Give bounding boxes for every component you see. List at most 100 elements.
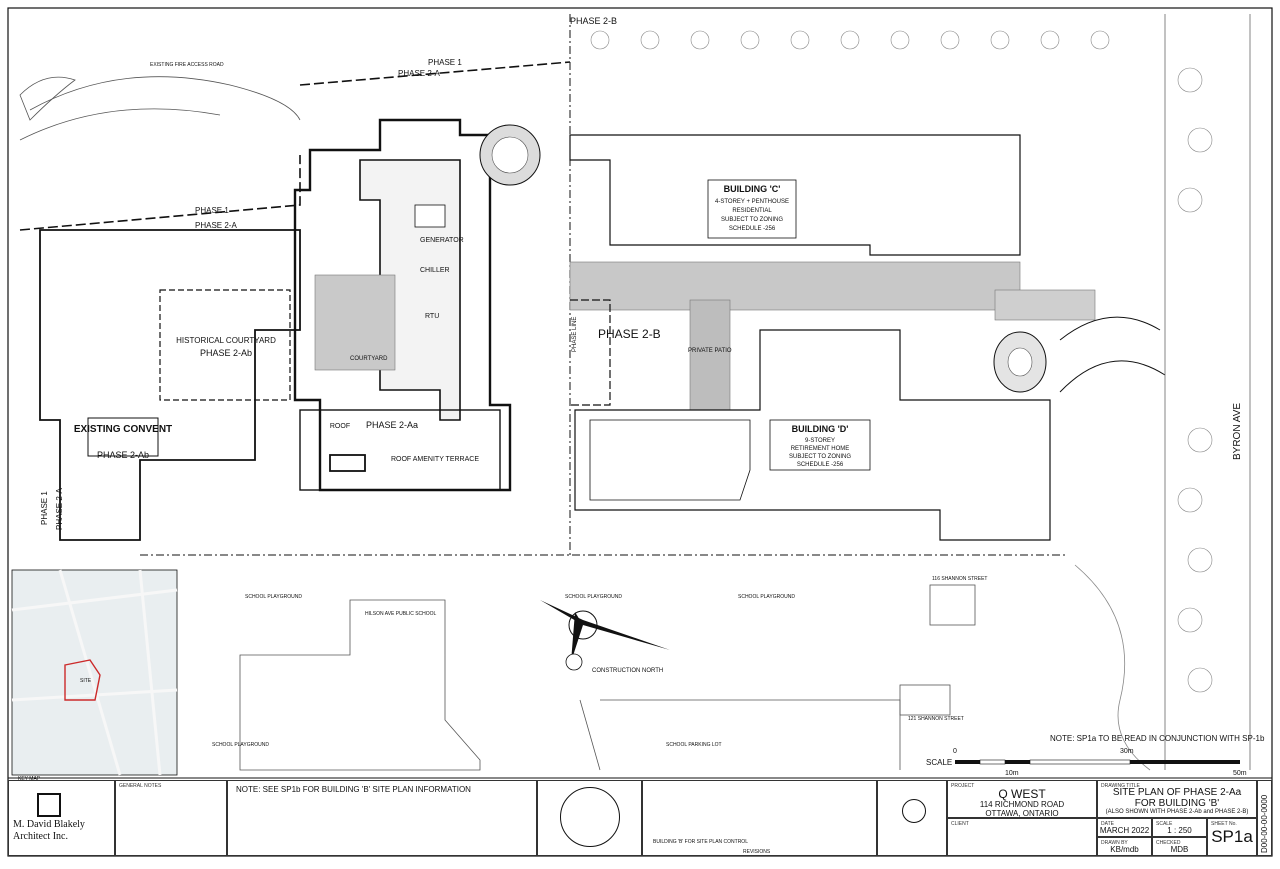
key-map-site-label: SITE — [80, 678, 92, 684]
existing-convent-label-box — [87, 417, 159, 457]
private-patio-paving — [689, 299, 731, 411]
firm-name-1: M. David Blakely — [13, 819, 85, 830]
school-playground-4: SCHOOL PLAYGROUND — [212, 742, 269, 748]
section-key-cell — [877, 780, 947, 856]
building-d-desc2: RETIREMENT HOME — [791, 446, 850, 452]
oaa-seal — [560, 787, 620, 847]
drawing-number-cell: D00-00-00-0000 — [1257, 780, 1272, 856]
date-cell: DATE MARCH 2022 — [1097, 818, 1152, 837]
building-d-desc1: 9-STOREY — [805, 438, 835, 444]
shannon-121-building — [899, 684, 951, 716]
checked-cell: CHECKED MDB — [1152, 837, 1207, 856]
exit-stair-box — [414, 204, 446, 228]
driveway-paving — [994, 289, 1096, 321]
phase-1-boundary-north — [299, 61, 571, 86]
firm-name-2: Architect Inc. — [13, 831, 68, 842]
building-d-desc3: SUBJECT TO ZONING — [789, 454, 851, 460]
scale-value: 1 : 250 — [1167, 826, 1192, 835]
date-label: DATE — [1101, 821, 1114, 827]
rtu-label: RTU — [425, 313, 439, 320]
general-notes-cell: GENERAL NOTES — [115, 780, 227, 856]
school-parking-label: SCHOOL PARKING LOT — [666, 742, 722, 748]
existing-convent-outline — [39, 229, 301, 541]
roof-label: ROOF — [330, 423, 350, 430]
conjunction-note: NOTE: SP1a TO BE READ IN CONJUNCTION WIT… — [1050, 734, 1265, 743]
phase-line-label: PHASE LINE — [572, 317, 578, 352]
scale-bar — [955, 759, 1240, 765]
school-playground-2: SCHOOL PLAYGROUND — [565, 594, 622, 600]
byron-access-road — [1059, 316, 1161, 341]
project-name: Q WEST — [998, 787, 1046, 801]
revisions-cell: BUILDING 'B' FOR SITE PLAN CONTROL REVIS… — [642, 780, 877, 856]
phase-2a-vertical-label: PHASE 2-A — [55, 488, 64, 530]
section-key-icon — [902, 799, 926, 823]
phase-2a-top-label: PHASE 2-A — [398, 69, 440, 78]
firm-logo-icon — [37, 793, 61, 817]
client-label: CLIENT — [951, 821, 969, 827]
sheet-number-cell: SHEET No. SP1a — [1207, 818, 1257, 856]
sheet-title-1: SITE PLAN OF PHASE 2-Aa — [1112, 787, 1242, 798]
seal-cell — [537, 780, 642, 856]
firm-logo-cell: M. David Blakely Architect Inc. — [8, 780, 115, 856]
exit-box-lower — [329, 454, 366, 472]
checked-value: MDB — [1170, 845, 1189, 854]
building-c-desc3: SUBJECT TO ZONING — [721, 217, 783, 223]
historical-courtyard-label: HISTORICAL COURTYARD — [176, 336, 276, 345]
project-address-1: 114 RICHMOND ROAD — [979, 800, 1065, 809]
scale-zero: 0 — [953, 748, 957, 755]
courtyard-paving — [314, 274, 396, 371]
historical-courtyard-outline — [159, 289, 291, 401]
courtyard-label: COURTYARD — [350, 356, 388, 362]
phase-1-top-label: PHASE 1 — [428, 58, 462, 67]
building-d-desc4: SCHEDULE -256 — [797, 462, 844, 468]
key-map-streets — [11, 569, 178, 776]
byron-access-road-2 — [1059, 360, 1166, 393]
drawing-title-cell: DRAWING TITLE SITE PLAN OF PHASE 2-Aa FO… — [1097, 780, 1257, 818]
entrance-plaza-inner — [491, 136, 529, 174]
building-c-desc1: 4-STOREY + PENTHOUSE — [715, 199, 789, 205]
see-sp1b-note: NOTE: SEE SP1b FOR BUILDING 'B' SITE PLA… — [236, 785, 471, 794]
construction-north-label: CONSTRUCTION NORTH — [592, 668, 663, 674]
scale-ten: 10m — [1005, 770, 1019, 777]
scale-bar-label: SCALE — [926, 758, 952, 767]
north-arrow — [540, 600, 670, 671]
sheet-number-label: SHEET No. — [1211, 821, 1237, 827]
building-b-outline — [293, 118, 512, 492]
shannon-116-label: 116 SHANNON STREET — [932, 576, 987, 582]
private-patio-label: PRIVATE PATIO — [688, 348, 732, 354]
building-c-desc2: RESIDENTIAL — [732, 208, 772, 214]
fire-access-label: EXISTING FIRE ACCESS ROAD — [150, 62, 224, 68]
scale-label: SCALE — [1156, 821, 1173, 827]
project-label: PROJECT — [951, 783, 975, 789]
chiller-label: CHILLER — [420, 267, 450, 274]
roundabout-centre — [1007, 347, 1033, 377]
roof-amenity-terrace — [299, 409, 501, 491]
drawn-by-value: KB/mdb — [1110, 845, 1139, 854]
scale-thirty: 30m — [1120, 748, 1134, 755]
existing-convent-label: EXISTING CONVENT — [74, 424, 172, 435]
date-value: MARCH 2022 — [1099, 826, 1150, 835]
client-cell: CLIENT — [947, 818, 1097, 856]
sheet-border — [7, 7, 1273, 857]
sheet-title-3: (ALSO SHOWN WITH PHASE 2-Ab and PHASE 2-… — [1105, 809, 1249, 815]
phase-1-vertical-label: PHASE 1 — [40, 491, 49, 525]
phase-2a-left-label: PHASE 2-A — [195, 221, 237, 230]
fire-access-road-curve — [29, 76, 301, 121]
building-d-inner-roof — [589, 419, 751, 501]
project-address-2: OTTAWA, ONTARIO — [985, 809, 1059, 818]
generator-label: GENERATOR — [420, 237, 464, 244]
byron-ave-label: BYRON AVE — [1232, 403, 1243, 460]
school-playground-3: SCHOOL PLAYGROUND — [738, 594, 795, 600]
drawn-by-label: DRAWN BY — [1101, 840, 1128, 846]
courtyard-phase-label: PHASE 2-Ab — [200, 348, 252, 358]
phase-2b-boundary — [570, 299, 611, 406]
fire-access-turn — [19, 76, 76, 121]
phase-1-boundary-west — [19, 155, 301, 231]
note-cell: NOTE: SEE SP1b FOR BUILDING 'B' SITE PLA… — [227, 780, 537, 856]
phase-2b-mid-label: PHASE 2-B — [598, 327, 661, 341]
checked-label: CHECKED — [1156, 840, 1181, 846]
sheet-number: SP1a — [1211, 827, 1253, 846]
drawing-title-label: DRAWING TITLE — [1101, 783, 1140, 789]
